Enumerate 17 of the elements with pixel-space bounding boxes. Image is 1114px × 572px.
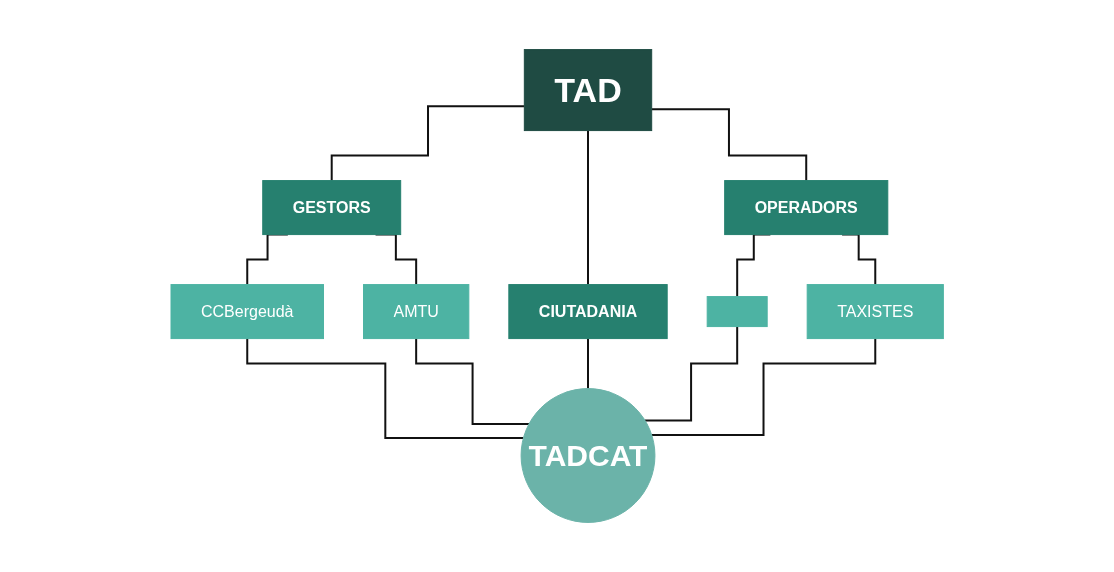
connector: [650, 337, 877, 437]
node-circle: TADCAT: [520, 388, 656, 523]
node-box: TAXISTES: [806, 284, 944, 340]
node-box: GESTORS: [262, 180, 401, 236]
node-box: CIUTADANIA: [508, 284, 668, 340]
node-box: [706, 296, 768, 328]
node-box: OPERADORS: [724, 180, 889, 236]
connector: [246, 337, 525, 440]
connector: [643, 325, 738, 422]
connector: [415, 337, 530, 425]
connector: [586, 129, 589, 286]
node-box: TAD: [523, 49, 652, 132]
connector: [330, 105, 526, 182]
node-box: CCBergeudà: [170, 284, 324, 340]
node-box: AMTU: [362, 284, 470, 340]
connector: [586, 337, 589, 390]
connector: [650, 108, 808, 182]
